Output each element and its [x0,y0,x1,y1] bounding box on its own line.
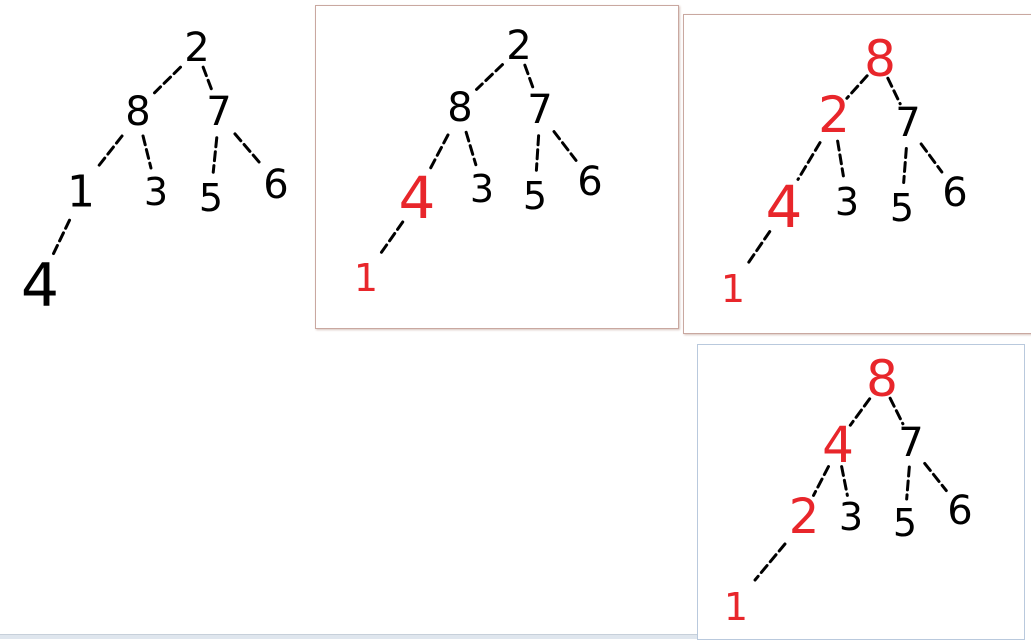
tree-edge-l-ll [427,133,450,173]
tree-node-lll: 1 [724,585,748,629]
tree-node-ll: 1 [67,167,95,218]
tree-node-lll: 1 [354,256,378,300]
tree-node-lr: 3 [144,170,168,214]
tree-edge-root-r [888,396,905,426]
tree-node-l: 4 [822,416,854,474]
tree-node-l: 8 [125,89,150,135]
tree-node-l: 8 [447,85,472,131]
tree-edge-l-ll [95,134,124,170]
tree-node-rr: 6 [947,488,972,534]
tree-edge-ll-lll [753,542,787,582]
tree-node-rl: 5 [199,176,223,220]
tree-node-ll: 4 [766,173,803,241]
tree-node-root: 2 [184,25,209,71]
tree-edge-r-rl [902,147,908,184]
tree-edge-l-ll [796,141,822,181]
tree-node-lll: 4 [21,251,59,321]
tree-node-root: 8 [864,30,896,88]
tree-edge-r-rr [923,461,948,493]
tree-node-r: 7 [898,420,923,466]
tree-edge-l-ll [812,465,830,497]
tree-edge-root-l [848,397,872,427]
tree-node-lr: 3 [470,167,494,211]
tree-node-r: 7 [527,87,552,133]
tree-edge-r-rr [919,142,944,174]
tree-edge-l-lr [836,139,845,178]
tree-edge-root-r [201,65,215,95]
tree-edge-r-rl [211,136,219,174]
tree-node-ll: 4 [399,164,436,232]
tree-node-lr: 3 [839,495,863,539]
tree-edge-root-l [475,63,504,91]
tree-edge-ll-lll [49,218,72,260]
tree-node-ll: 2 [789,489,820,545]
tree-edge-r-rl [534,134,541,172]
tree-node-rr: 6 [942,170,967,216]
tree-node-r: 7 [206,89,231,135]
tree-node-rr: 6 [577,159,602,205]
window-bottom-edge [0,634,697,639]
tree-node-r: 7 [895,100,920,146]
tree-edge-l-lr [840,465,849,497]
tree-edge-r-rl [905,465,911,501]
tree-edge-root-r [523,63,536,93]
tree-node-rl: 5 [523,174,547,218]
tree-node-lll: 1 [721,267,745,311]
tree-edge-r-rr [552,130,578,162]
tree-edge-root-l [845,74,869,100]
tree-edge-root-r [886,76,902,106]
tree-edge-l-lr [141,134,153,170]
tree-node-l: 2 [818,86,850,144]
tree-node-root: 8 [866,350,898,408]
tree-node-rr: 6 [263,162,288,208]
tree-edge-r-rr [233,132,262,165]
tree-edge-ll-lll [745,230,772,266]
tree-edge-ll-lll [378,220,405,256]
tree-node-rl: 5 [893,501,917,545]
tree-edge-l-lr [464,130,478,167]
tree-edge-root-l [153,65,182,95]
tree-node-rl: 5 [890,186,914,230]
tree-node-lr: 3 [835,180,859,224]
tree-node-root: 2 [506,23,531,69]
